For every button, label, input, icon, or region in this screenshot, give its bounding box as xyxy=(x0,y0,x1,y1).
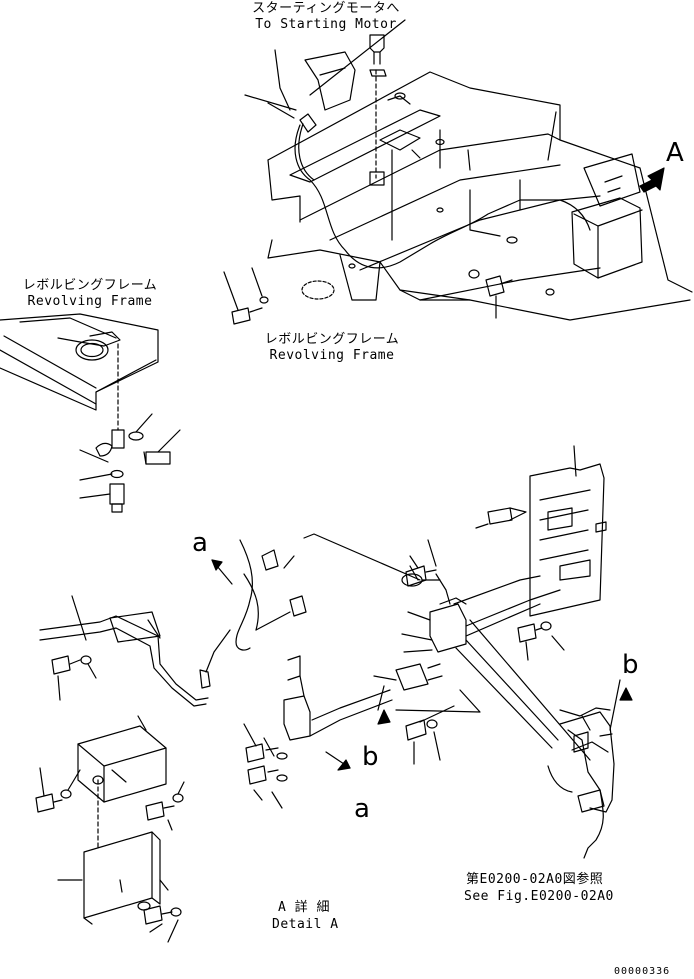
label-revolving-frame-jp-left: レボルビングフレーム xyxy=(22,278,158,293)
label-see-fig-en: See Fig.E0200-02A0 xyxy=(464,889,614,904)
label-starting-motor-en: To Starting Motor xyxy=(255,17,397,32)
marker-b-left: b xyxy=(362,742,380,772)
label-detail-a-jp: A 詳 細 xyxy=(278,900,330,915)
marker-b-right: b xyxy=(622,650,640,680)
label-revolving-frame-jp-center: レボルビングフレーム xyxy=(264,332,400,347)
marker-a-lower: a xyxy=(354,794,371,824)
battery-cover-assembly xyxy=(35,715,185,943)
revolving-frame-assembly xyxy=(223,19,693,325)
label-revolving-frame-en-left: Revolving Frame xyxy=(27,294,153,309)
label-revolving-frame-en-center: Revolving Frame xyxy=(269,348,395,363)
detail-a-assembly xyxy=(39,445,633,859)
marker-a-upper: a xyxy=(192,528,209,558)
view-a-marker: A xyxy=(666,138,685,168)
label-starting-motor-jp: スターティングモータへ xyxy=(252,1,400,16)
drawing-number: 00000336 xyxy=(614,966,671,977)
label-detail-a-en: Detail A xyxy=(272,917,339,932)
revolving-frame-detail-left xyxy=(0,313,181,513)
label-see-fig-jp: 第E0200-02A0図参照 xyxy=(466,872,604,887)
